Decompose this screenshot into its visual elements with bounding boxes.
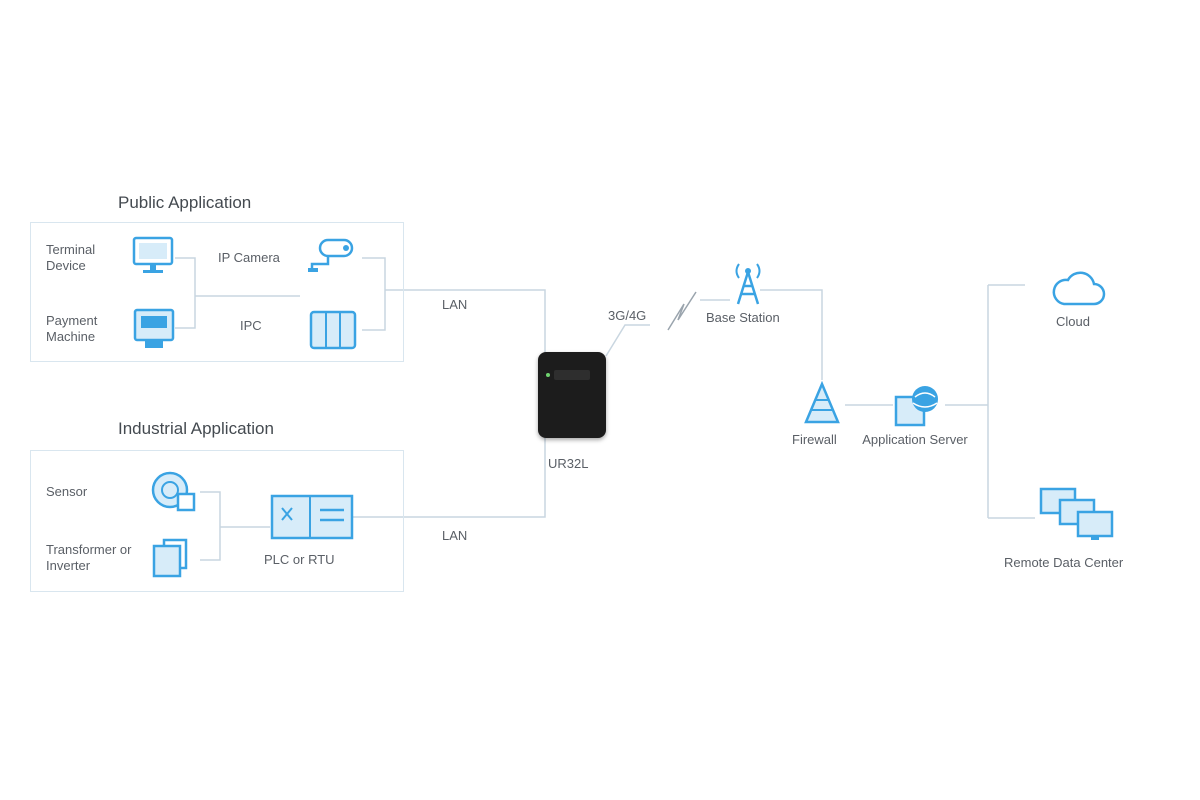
cloud-label: Cloud: [1056, 314, 1090, 329]
app-server-icon: [894, 386, 938, 427]
public-left-bracket: [175, 257, 196, 329]
ipc-label: IPC: [240, 318, 262, 333]
payment-terminal-icon: [133, 308, 175, 348]
public-group-title: Public Application: [118, 193, 252, 212]
ip-camera-icon: [308, 238, 354, 272]
sensor-icon: [151, 471, 196, 512]
router-label: UR32L: [548, 456, 589, 471]
firewall-icon: [804, 380, 840, 424]
app-server-label: Application Server: [862, 432, 968, 447]
ip-camera-label: IP Camera: [218, 250, 280, 265]
industrial-pc-icon: [309, 310, 357, 350]
cloud-icon: [1052, 271, 1106, 306]
lan-top-label: LAN: [442, 297, 468, 312]
industrial-group-title: Industrial Application: [118, 419, 274, 438]
router-device: [538, 352, 606, 438]
industrial-lan-link: [352, 438, 546, 518]
public-lan-link: [385, 289, 546, 352]
router-wireless-link: [605, 324, 650, 357]
firewall-label: Firewall: [792, 432, 837, 447]
remote-data-center-label: Remote Data Center: [1004, 555, 1124, 570]
industrial-left-bracket: [200, 491, 221, 561]
wireless-label: 3G/4G: [608, 308, 647, 323]
public-group-box: [30, 222, 404, 362]
industrial-group-box: [30, 450, 404, 592]
base-station-label: Base Station: [706, 310, 780, 325]
public-right-bracket: [362, 257, 386, 331]
transformer-label: Transformer or Inverter: [46, 542, 132, 573]
sensor-label: Sensor: [46, 484, 88, 499]
monitor-icon: [132, 236, 174, 273]
wireless-zigzag: [667, 291, 697, 331]
transformer-icon: [152, 538, 188, 578]
payment-machine-label: Payment Machine: [46, 313, 98, 344]
cell-tower-icon: [735, 263, 761, 305]
lan-bottom-label: LAN: [442, 528, 468, 543]
terminal-device-label: Terminal Device: [46, 242, 96, 273]
plc-icon: [270, 494, 354, 540]
plc-label: PLC or RTU: [264, 552, 335, 567]
remote-data-center-icon: [1039, 487, 1114, 540]
base-firewall-link: [760, 289, 823, 380]
